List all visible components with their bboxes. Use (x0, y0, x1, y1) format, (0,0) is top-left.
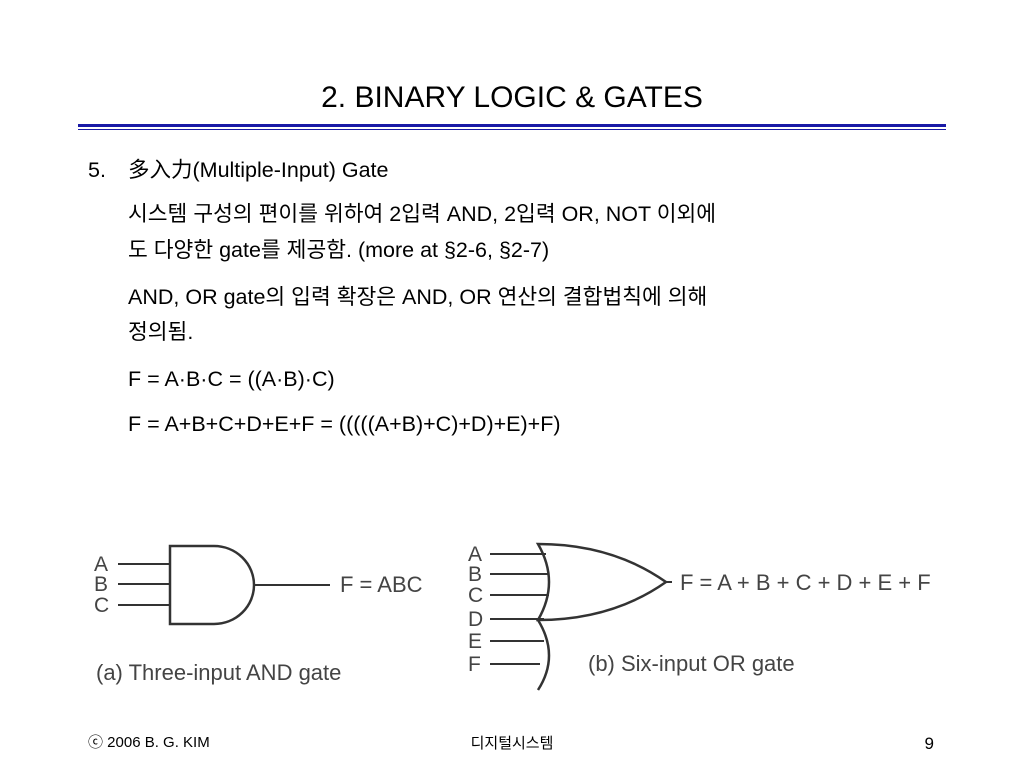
footer-copyright: ⓒ 2006 B. G. KIM (88, 734, 210, 751)
logic-gate-figure: A B C F = ABC (a) Three-input AND gate A… (94, 542, 931, 691)
or-gate-diagram: A B C D E F F = A + B + C + D + E + F (b… (468, 542, 931, 691)
or-input-label-a: A (468, 543, 482, 566)
page-number: 9 (924, 734, 934, 753)
or-output-label: F = A + B + C + D + E + F (680, 570, 931, 595)
paragraph-2-line-2: 정의됨. (128, 320, 194, 344)
or-input-label-e: E (468, 630, 482, 653)
paragraph-1-line-2: 도 다양한 gate를 제공함. (more at §2-6, §2-7) (128, 238, 550, 262)
and-gate-caption: (a) Three-input AND gate (96, 660, 341, 685)
and-gate-diagram: A B C F = ABC (a) Three-input AND gate (94, 544, 423, 685)
or-input-label-b: B (468, 563, 482, 586)
or-input-label-c: C (468, 584, 483, 607)
and-input-label-c: C (94, 594, 109, 617)
and-input-label-b: B (94, 573, 108, 596)
formula-and: F = A·B·C = ((A·B)·C) (128, 367, 335, 391)
paragraph-2-line-1: AND, OR gate의 입력 확장은 AND, OR 연산의 결합법칙에 의… (128, 285, 708, 309)
or-input-label-f: F (468, 653, 481, 676)
or-gate-input-extension (536, 619, 551, 691)
footer-course-title: 디지털시스템 (470, 735, 554, 752)
and-gate-symbol (168, 544, 256, 626)
and-output-label: F = ABC (340, 572, 423, 597)
title-rule-thick (78, 124, 946, 127)
formula-or: F = A+B+C+D+E+F = (((((A+B)+C)+D)+E)+F) (128, 412, 561, 436)
or-input-label-d: D (468, 608, 483, 631)
slide-title: 2. BINARY LOGIC & GATES (321, 81, 703, 114)
item-heading: 多入力(Multiple-Input) Gate (128, 158, 389, 182)
or-gate-caption: (b) Six-input OR gate (588, 651, 795, 676)
item-number: 5. (88, 158, 106, 182)
or-gate-symbol (535, 542, 669, 622)
paragraph-1-line-1: 시스템 구성의 편이를 위하여 2입력 AND, 2입력 OR, NOT 이외에 (128, 202, 717, 226)
and-input-label-a: A (94, 553, 108, 576)
title-rule-thin (78, 129, 946, 130)
